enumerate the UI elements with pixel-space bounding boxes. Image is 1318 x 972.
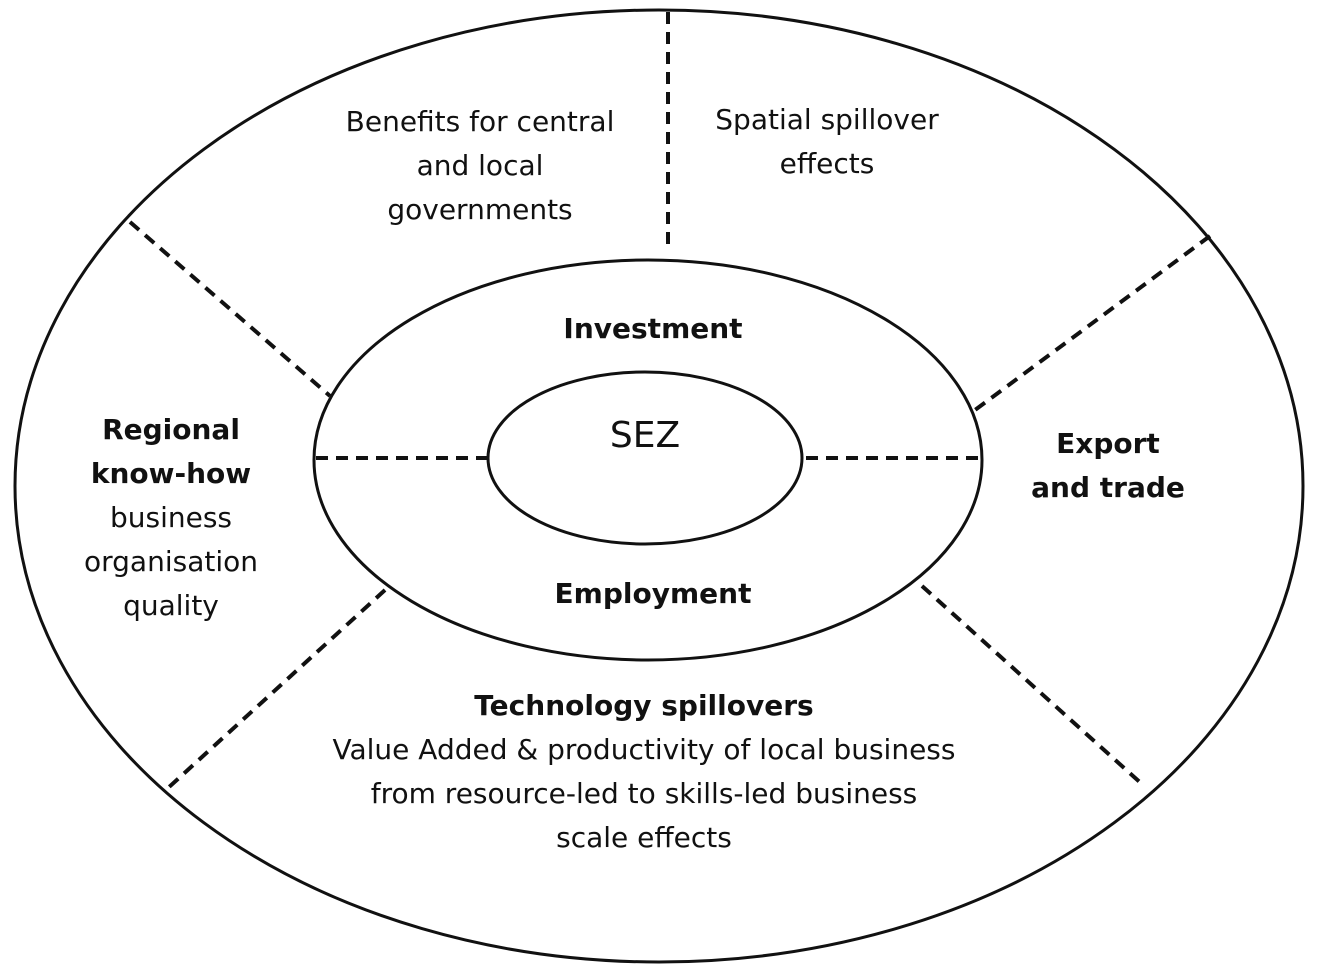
technology-line-2: from resource-led to skills-led business [370,777,918,810]
middle-ring [312,258,984,662]
regional-heading-1: Regional [102,413,240,446]
export-line-1: Export [1056,427,1160,460]
regional-heading-2: know-how [90,457,252,490]
export-trade-label: Export and trade [1008,422,1208,510]
benefits-governments-label: Benefits for central and local governmen… [310,100,650,232]
spatial-spillover-label: Spatial spillover effects [697,98,957,186]
benefits-line-2: and local [416,149,544,182]
spatial-line-1: Spatial spillover [715,103,939,136]
divider-upper-right [973,234,1212,412]
spatial-line-2: effects [779,147,875,180]
employment-label: Employment [554,577,752,610]
regional-know-how-label: Regional know-how business organisation … [61,408,281,628]
inner-ring [486,370,804,546]
technology-line-1: Value Added & productivity of local busi… [332,733,956,766]
sez-label: SEZ [609,415,681,456]
technology-spillovers-label: Technology spillovers Value Added & prod… [294,684,994,860]
regional-line-1: business [109,501,233,534]
technology-heading: Technology spillovers [474,689,814,722]
divider-lower-right [920,584,1145,787]
regional-line-3: quality [123,589,219,622]
regional-line-2: organisation [84,545,258,578]
technology-line-3: scale effects [556,821,732,854]
outer-ring [13,8,1305,964]
divider-upper-left [128,220,332,398]
divider-lower-left [166,588,387,790]
investment-label: Investment [563,312,743,345]
benefits-line-3: governments [387,193,573,226]
benefits-line-1: Benefits for central [345,105,615,138]
export-line-2: and trade [1031,471,1185,504]
